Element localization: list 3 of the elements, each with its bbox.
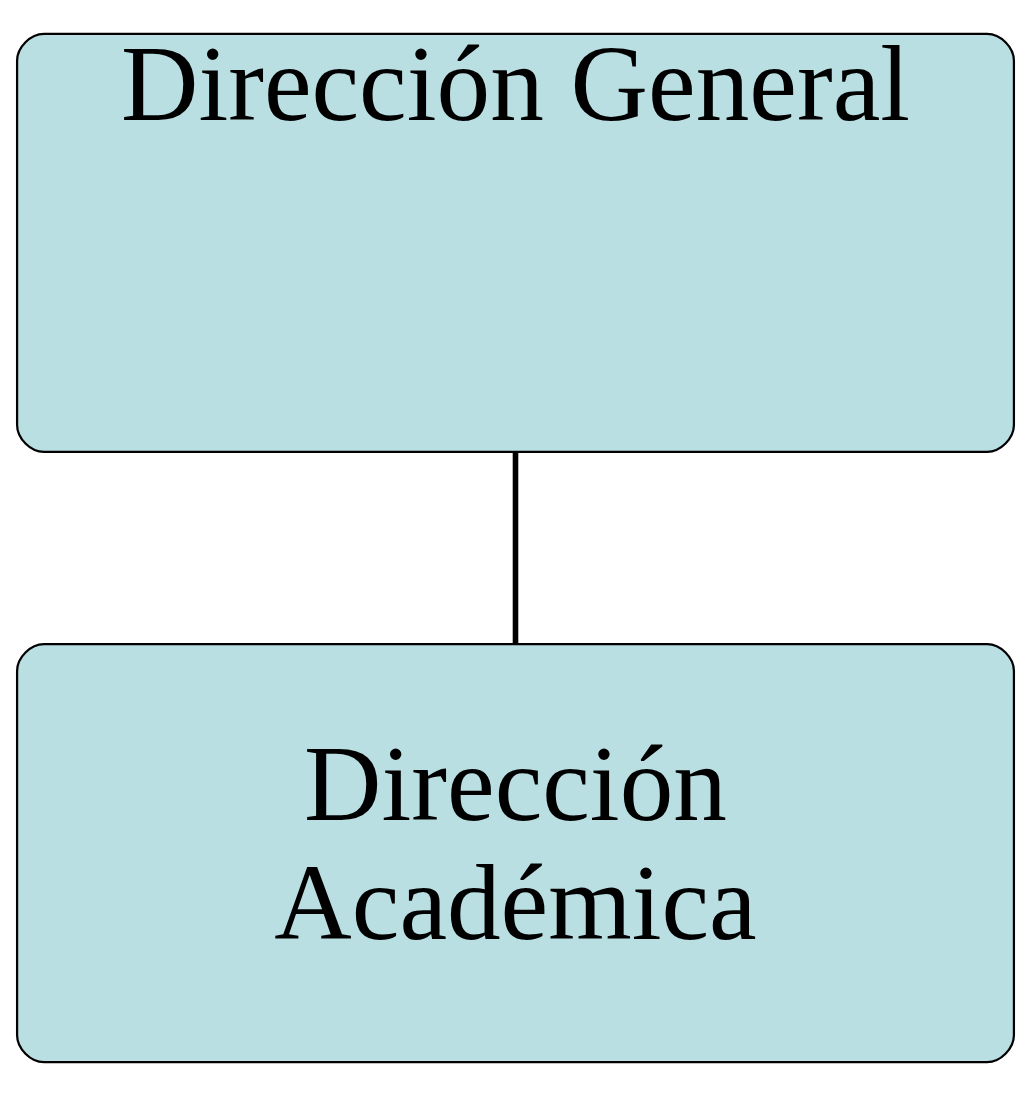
- connector: [512, 451, 519, 644]
- node-box: Dirección General: [15, 32, 1016, 453]
- node-box: Dirección Académica: [15, 643, 1016, 1064]
